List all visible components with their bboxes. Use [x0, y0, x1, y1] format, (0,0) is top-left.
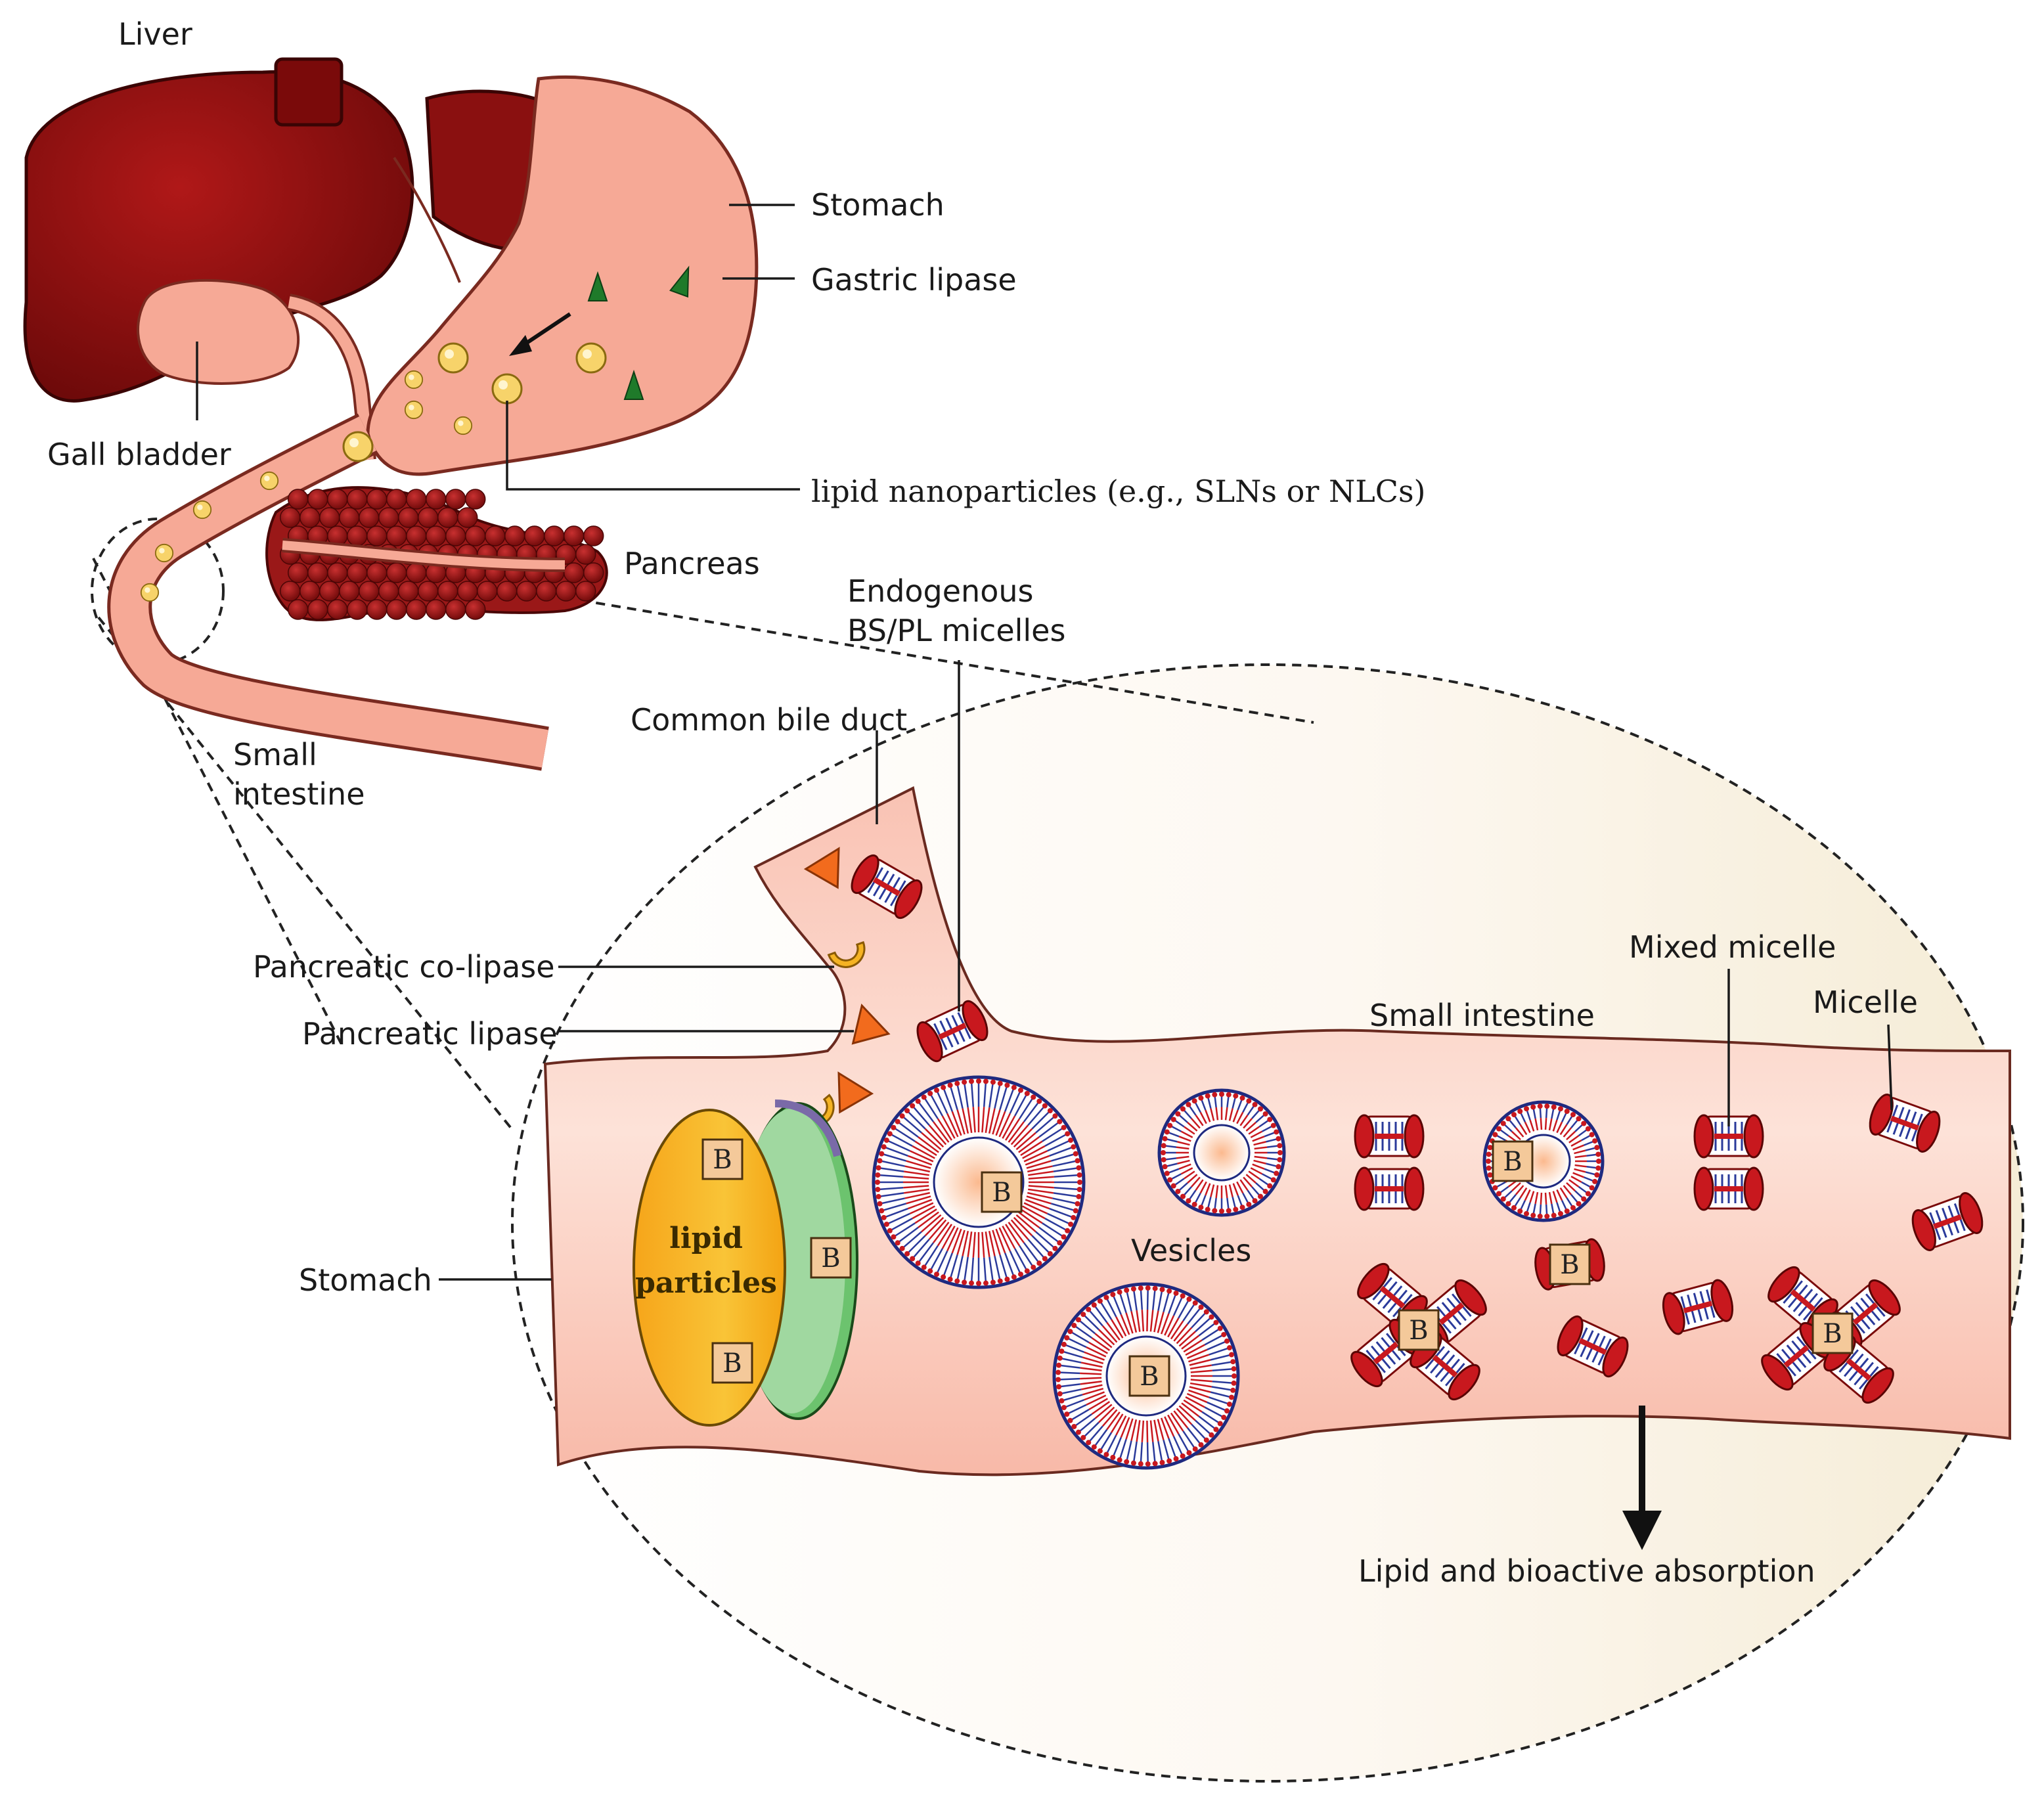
- bioactive-marker: B: [1140, 1362, 1159, 1392]
- bioactive-markers: B B B B B B B B B: [701, 1138, 1854, 1397]
- small-intestine-label-top-line1: Small: [233, 737, 317, 772]
- lipid-particle: lipid particles: [633, 1099, 858, 1427]
- gall-bladder: [137, 278, 376, 461]
- small-intestine-label: Small intestine: [1369, 998, 1595, 1033]
- pancreas-label: Pancreas: [624, 546, 760, 581]
- pancreatic-colipase-label: Pancreatic co-lipase: [253, 949, 555, 985]
- zoom-projection-lines: [91, 518, 1314, 1131]
- bioactive-marker: B: [713, 1145, 732, 1175]
- bioactive-marker: B: [992, 1178, 1011, 1208]
- liver-label: Liver: [118, 16, 192, 52]
- common-bile-duct-label: Common bile duct: [631, 702, 907, 738]
- absorption-label: Lipid and bioactive absorption: [1358, 1553, 1815, 1589]
- liver: [23, 57, 554, 403]
- lipid-particles-label-line1: lipid: [669, 1222, 743, 1255]
- labels: Liver Stomach Gastric lipase Gall bladde…: [47, 16, 1918, 1589]
- stomach: [366, 75, 759, 476]
- pancreatic-lipase-label: Pancreatic lipase: [302, 1016, 558, 1052]
- lipid-particles-label-line2: particles: [635, 1266, 777, 1300]
- lipid-nanoparticles-label: lipid nanoparticles (e.g., SLNs or NLCs): [811, 474, 1426, 509]
- endogenous-label-line1: Endogenous: [847, 573, 1033, 609]
- bioactive-marker: B: [722, 1348, 742, 1379]
- micelle-label: Micelle: [1813, 985, 1918, 1020]
- vesicles-label: Vesicles: [1131, 1233, 1251, 1268]
- stomach-label-left: Stomach: [299, 1262, 432, 1298]
- mixed-micelle-label: Mixed micelle: [1629, 929, 1836, 965]
- leader-lines: [196, 204, 1893, 1281]
- pancreatic-duct: [282, 538, 566, 572]
- bioactive-marker: B: [1503, 1147, 1522, 1177]
- stomach-flow-arrow: [509, 312, 571, 356]
- endogenous-label-line2: BS/PL micelles: [847, 613, 1065, 648]
- bioactive-marker: B: [1560, 1250, 1579, 1280]
- small-intestine-label-top-line2: intestine: [233, 776, 365, 812]
- bioactive-marker: B: [1823, 1319, 1842, 1349]
- bioactive-marker: B: [1409, 1316, 1428, 1346]
- bioactive-marker: B: [821, 1243, 840, 1274]
- gall-bladder-label: Gall bladder: [47, 437, 231, 472]
- stomach-label-top: Stomach: [811, 187, 944, 223]
- absorption-arrow: [1622, 1406, 1662, 1550]
- gastric-lipase-label: Gastric lipase: [811, 262, 1017, 298]
